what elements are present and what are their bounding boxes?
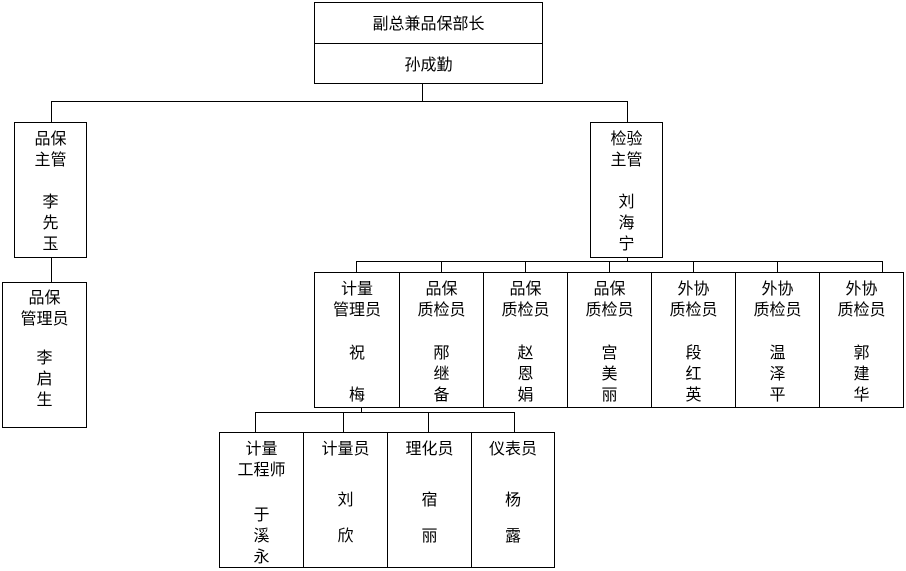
node-person: 段 红 英 (685, 343, 702, 404)
node-person: 赵 恩 娟 (517, 343, 534, 404)
node-title: 外协 质检员 (753, 279, 802, 319)
node-inspector: 外协 质检员 温 泽 平 (735, 272, 820, 408)
node-title: 检验 主管 (610, 129, 643, 169)
node-person: 祝 梅 (348, 343, 365, 404)
node-metrology-staff: 计量 工程师 于 溪 永 (219, 432, 304, 568)
node-person: 宫 美 丽 (601, 343, 618, 404)
node-inspector: 品保 质检员 邴 继 备 (399, 272, 484, 408)
node-person: 邴 继 备 (433, 343, 450, 404)
node-title: 品保 管理员 (20, 288, 69, 328)
node-title: 品保 质检员 (585, 279, 634, 319)
node-title: 计量 管理员 (332, 279, 381, 319)
node-title: 外协 质检员 (669, 279, 718, 319)
node-person: 温 泽 平 (769, 343, 786, 404)
node-title: 理化员 (405, 439, 454, 458)
node-person: 刘 海 宁 (618, 192, 635, 253)
node-metrology-staff: 仪表员 杨 露 (471, 432, 555, 568)
node-qa-administrator: 品保 管理员 李 启 生 (2, 282, 87, 428)
node-person: 李 先 玉 (42, 192, 59, 253)
node-person: 于 溪 永 (253, 505, 270, 566)
node-inspector: 外协 质检员 郭 建 华 (819, 272, 904, 408)
node-person: 刘 欣 (337, 490, 354, 545)
node-title: 外协 质检员 (837, 279, 886, 319)
node-title: 品保 质检员 (501, 279, 550, 319)
node-metrology-staff: 理化员 宿 丽 (387, 432, 472, 568)
node-person: 郭 建 华 (853, 343, 870, 404)
node-inspector: 计量 管理员 祝 梅 (314, 272, 400, 408)
node-person: 杨 露 (504, 490, 521, 545)
node-inspector: 品保 质检员 赵 恩 娟 (483, 272, 568, 408)
node-qa-supervisor: 品保 主管 李 先 玉 (14, 122, 87, 258)
node-person: 宿 丽 (421, 490, 438, 545)
node-inspection-supervisor: 检验 主管 刘 海 宁 (590, 122, 663, 258)
node-title: 计量 工程师 (237, 439, 286, 479)
node-vice-general-manager: 副总兼品保部长 孙成勤 (314, 2, 543, 84)
node-inspector: 品保 质检员 宫 美 丽 (567, 272, 652, 408)
node-person: 李 启 生 (36, 348, 53, 409)
node-inspector: 外协 质检员 段 红 英 (651, 272, 736, 408)
node-title: 计量员 (321, 439, 370, 458)
node-title: 仪表员 (488, 439, 537, 458)
node-title: 品保 质检员 (417, 279, 466, 319)
node-divider (315, 43, 542, 44)
node-title: 品保 主管 (34, 129, 67, 169)
node-person: 孙成勤 (404, 55, 453, 74)
node-title: 副总兼品保部长 (372, 14, 485, 33)
node-metrology-staff: 计量员 刘 欣 (303, 432, 388, 568)
